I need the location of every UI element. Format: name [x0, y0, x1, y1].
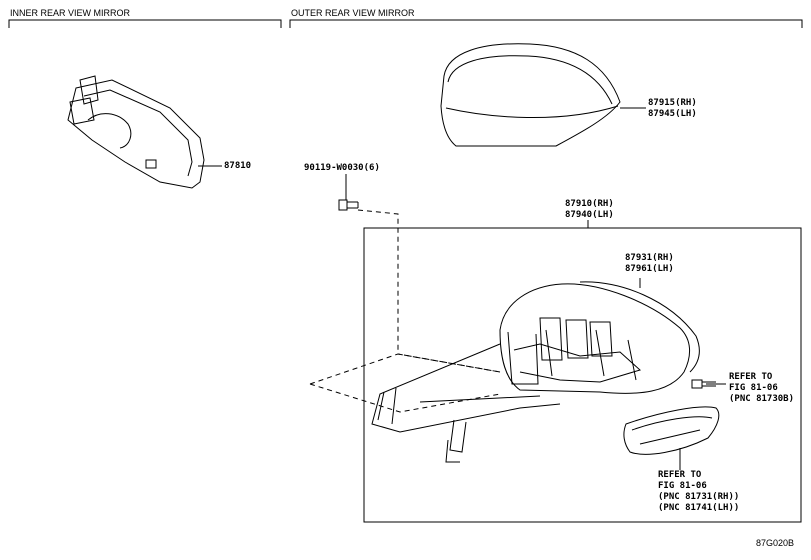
part-number-glass-lh[interactable]: 87961(LH)	[625, 264, 674, 274]
outer-section-bracket	[289, 19, 803, 28]
mirror-assembly-box	[363, 227, 802, 523]
part-number-glass-rh[interactable]: 87931(RH)	[625, 253, 674, 263]
bolt-drawing	[338, 199, 359, 211]
turn-lamp-drawing	[623, 406, 720, 455]
inner-section-bracket	[8, 19, 282, 28]
part-number-mirror-rh[interactable]: 87910(RH)	[565, 199, 614, 209]
ref1-line-3[interactable]: (PNC 81730B)	[729, 394, 795, 404]
section-title-outer: OUTER REAR VIEW MIRROR	[291, 8, 415, 18]
dashed-mount-lines	[309, 209, 501, 413]
outer-mirror-assembly-drawing	[371, 281, 700, 463]
lamp-connector-drawing	[691, 379, 716, 389]
ref2-line-2[interactable]: FIG 81-06	[658, 481, 707, 491]
ref2-line-4[interactable]: (PNC 81741(LH))	[658, 503, 740, 513]
inner-mirror-drawing	[67, 75, 205, 189]
ref2-line-1: REFER TO	[658, 470, 702, 480]
part-number-cover-lh[interactable]: 87945(LH)	[648, 109, 697, 119]
ref2-line-3[interactable]: (PNC 81731(RH))	[658, 492, 740, 502]
part-number-bolt[interactable]: 90119-W0030(6)	[304, 163, 380, 173]
ref1-line-1: REFER TO	[729, 372, 773, 382]
mirror-cover-drawing	[440, 43, 621, 147]
ref1-line-2[interactable]: FIG 81-06	[729, 383, 778, 393]
part-number-inner-mirror[interactable]: 87810	[224, 161, 252, 171]
part-number-mirror-lh[interactable]: 87940(LH)	[565, 210, 614, 220]
diagram-code: 87G020B	[756, 538, 795, 548]
section-title-inner: INNER REAR VIEW MIRROR	[10, 8, 131, 18]
part-number-cover-rh[interactable]: 87915(RH)	[648, 98, 697, 108]
